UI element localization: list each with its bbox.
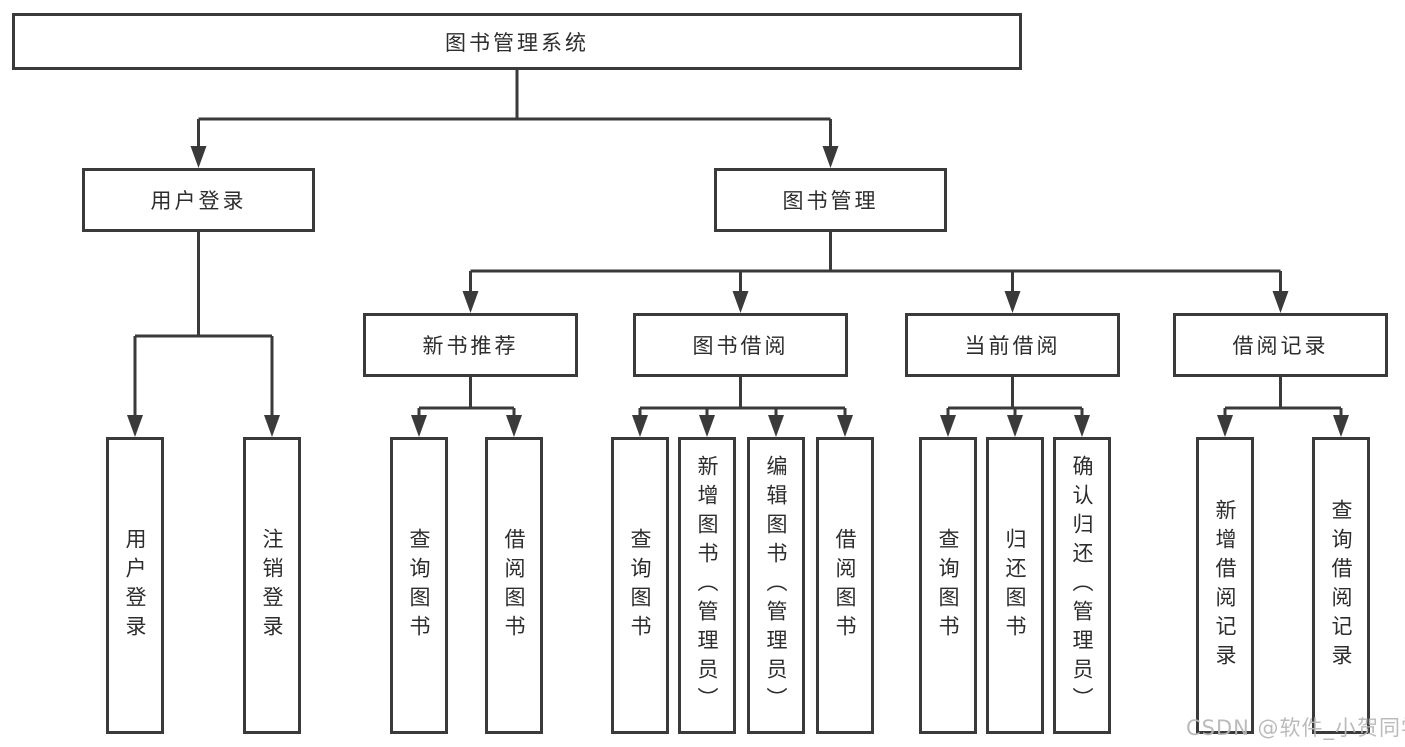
node-label: 新增借阅记录 [1213,498,1237,673]
node-label: 当前借阅 [964,334,1061,358]
node-book-borrow: 图书借阅 [633,313,848,377]
leaf-borrow-books: 借阅图书 [816,437,874,734]
leaf-borrow-books: 借阅图书 [485,437,543,734]
node-label: 编辑图书（管理员） [764,455,788,716]
node-label: 借阅图书 [833,527,857,644]
connector-current-borrow-to-leaves [940,377,1090,437]
node-label: 查询图书 [407,527,431,644]
connector-book-mgmt-to-level3 [462,232,1289,313]
connector-root-to-level2 [190,70,839,168]
node-label: 图书管理 [782,189,879,213]
connector-borrow-record-to-leaves [1217,377,1349,437]
node-label: 图书管理系统 [445,30,589,55]
node-user-login: 用户登录 [82,168,315,232]
leaf-user-login: 用户登录 [106,437,164,734]
leaf-logout: 注销登录 [243,437,301,734]
leaf-add-books-admin: 新增图书（管理员） [678,437,736,734]
node-label: 借阅图书 [502,527,526,644]
connector-book-borrow-to-leaves [632,377,853,437]
node-label: 用户登录 [150,189,247,213]
node-label: 注销登录 [260,527,284,644]
leaf-query-books: 查询图书 [390,437,448,734]
node-label: 新书推荐 [422,334,519,358]
node-new-book-recommend: 新书推荐 [363,313,578,377]
node-book-management: 图书管理 [714,168,947,232]
leaf-confirm-return-admin: 确认归还（管理员） [1053,437,1111,734]
leaf-add-borrow-record: 新增借阅记录 [1196,437,1254,734]
connector-new-book-to-leaves [411,377,522,437]
leaf-query-books: 查询图书 [919,437,977,734]
leaf-return-books: 归还图书 [986,437,1044,734]
node-label: 查询借阅记录 [1329,498,1353,673]
leaf-edit-books-admin: 编辑图书（管理员） [747,437,805,734]
connector-user-login-to-leaves [127,232,280,437]
csdn-watermark: CSDN @软件_小贺同学 [1186,716,1405,740]
node-label: 用户登录 [123,527,147,644]
node-label: 图书借阅 [692,334,789,358]
node-current-borrow: 当前借阅 [905,313,1120,377]
node-label: 新增图书（管理员） [695,455,719,716]
node-label: 确认归还（管理员） [1070,455,1094,716]
node-label: 查询图书 [936,527,960,644]
node-label: 借阅记录 [1232,334,1329,358]
leaf-query-borrow-record: 查询借阅记录 [1312,437,1370,734]
node-label: 查询图书 [628,527,652,644]
node-borrow-record: 借阅记录 [1173,313,1388,377]
leaf-query-books: 查询图书 [611,437,669,734]
node-system-root: 图书管理系统 [12,13,1022,70]
node-label: 归还图书 [1003,527,1027,644]
